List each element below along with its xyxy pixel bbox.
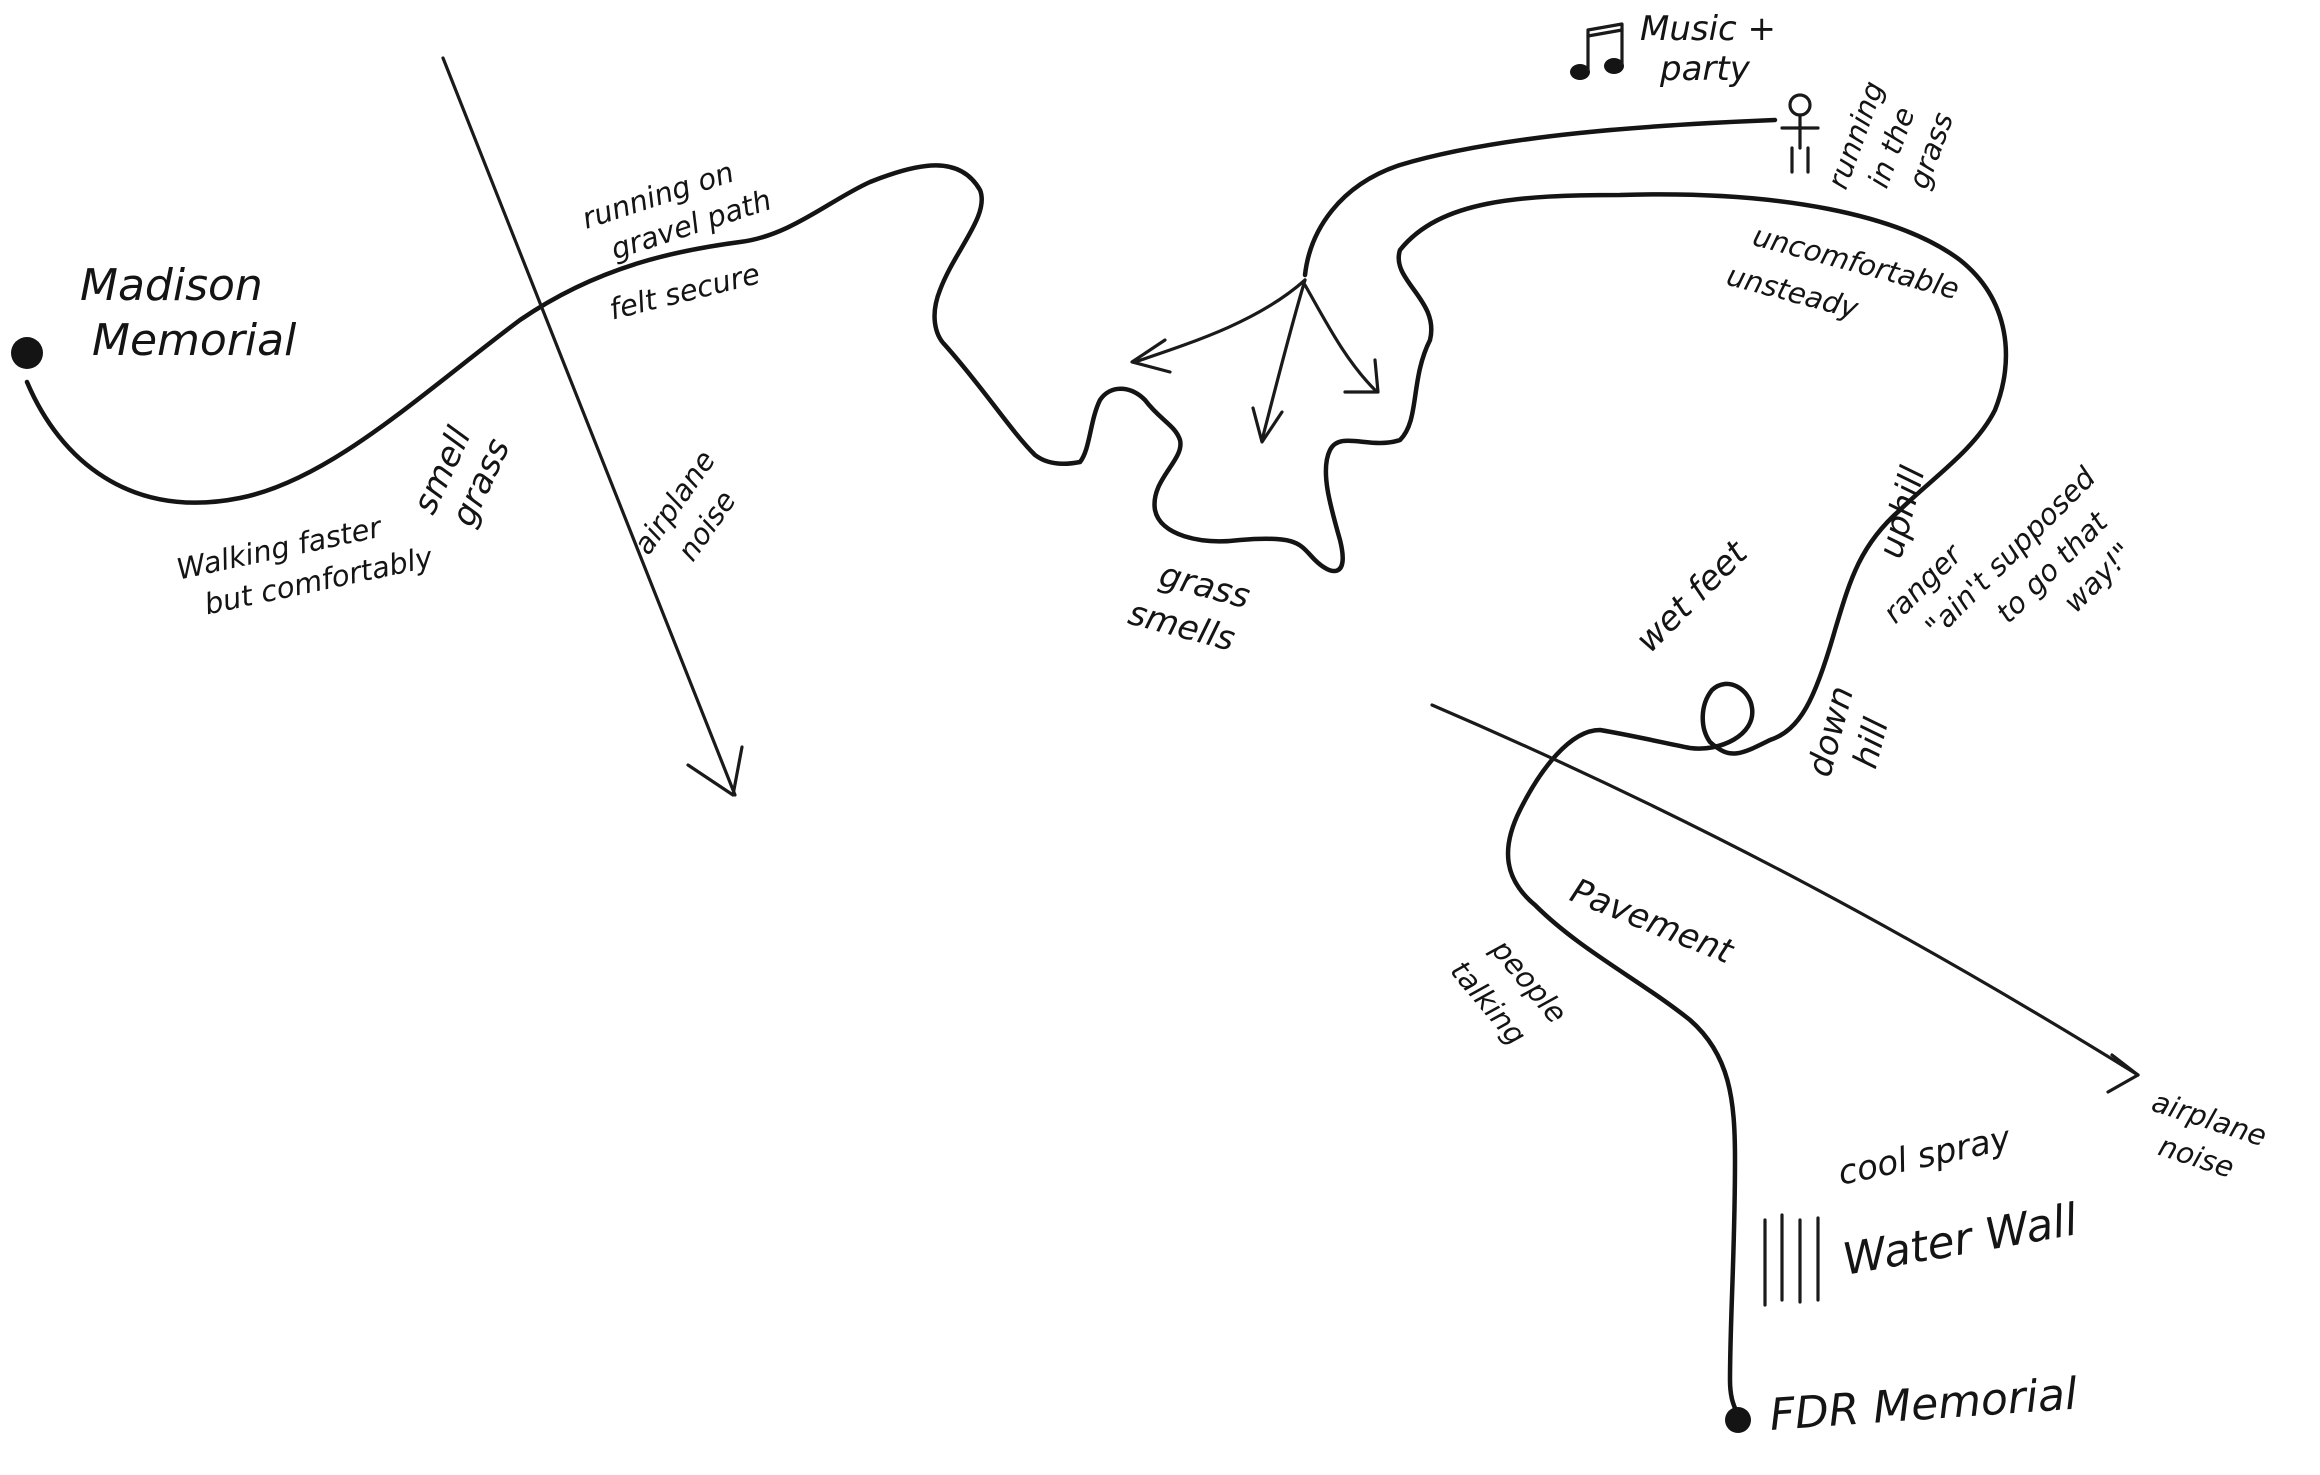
label-fdr-memorial: FDR Memorial — [1768, 1369, 2080, 1441]
label-wet-feet: wet feet — [1628, 532, 1756, 660]
label-music: Music + — [1640, 9, 1776, 49]
label-madison: Madison — [80, 260, 263, 311]
arrow-branch-down — [1260, 278, 1307, 442]
arrow-branch-left — [1133, 278, 1307, 364]
airplane-arrow-2 — [1430, 703, 2140, 1077]
route-path — [24, 163, 2009, 1418]
stick-figure-icon — [1780, 93, 1820, 174]
water-wall-icon — [1763, 1213, 1820, 1307]
label-party: party — [1659, 49, 1751, 89]
start-dot — [11, 337, 43, 369]
arrow-branch-right — [1303, 283, 1377, 392]
label-pavement: Pavement — [1565, 871, 1740, 973]
airplane-arrow-1 — [441, 56, 737, 797]
label-cool-spray: cool spray — [1835, 1118, 2015, 1194]
music-note-icon — [1570, 22, 1624, 80]
airplane-arrow-1-head — [686, 745, 744, 797]
label-memorial: Memorial — [92, 315, 297, 366]
label-uphill: uphill — [1871, 462, 1934, 563]
airplane-arrow-2-head — [2106, 1053, 2140, 1094]
arrow-head-down — [1251, 406, 1284, 444]
label-water-wall: Water Wall — [1839, 1194, 2082, 1286]
grass-loop-path — [1302, 117, 1778, 278]
arrow-head-left — [1130, 338, 1172, 374]
arrow-head-right — [1343, 358, 1380, 394]
end-dot — [1725, 1407, 1751, 1433]
